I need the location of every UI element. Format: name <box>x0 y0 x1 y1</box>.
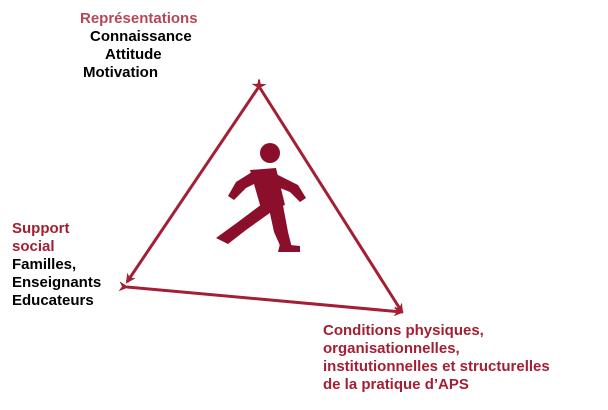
left-node-line-1: Familles, <box>12 256 77 273</box>
arrow-top-to-bottom-right <box>251 78 404 314</box>
top-node-line-3: Motivation <box>83 64 158 81</box>
left-node-title-line-1: Support <box>12 220 70 237</box>
left-node: Support social Familles, Enseignants Edu… <box>12 220 101 310</box>
arrow-left-to-bottom-right <box>118 281 404 317</box>
left-node-line-2: Enseignants <box>12 274 102 291</box>
left-node-line-3: Educateurs <box>12 292 94 309</box>
walking-person-icon <box>216 143 306 252</box>
bottom-node: Conditions physiques, organisationnelles… <box>323 322 550 394</box>
top-node: Représentations Connaissance Attitude Mo… <box>80 10 198 82</box>
bottom-node-line-1: Conditions physiques, <box>323 322 484 339</box>
bottom-node-line-3: institutionnelles et structurelles <box>323 358 550 375</box>
top-node-title: Représentations <box>80 10 198 27</box>
arrow-top-to-left <box>125 78 267 284</box>
top-node-line-1: Connaissance <box>90 28 192 45</box>
left-node-title-line-2: social <box>12 238 55 255</box>
bottom-node-line-4: de la pratique d’APS <box>323 376 469 393</box>
bottom-node-line-2: organisationnelles, <box>323 340 460 357</box>
top-node-line-2: Attitude <box>105 46 162 63</box>
